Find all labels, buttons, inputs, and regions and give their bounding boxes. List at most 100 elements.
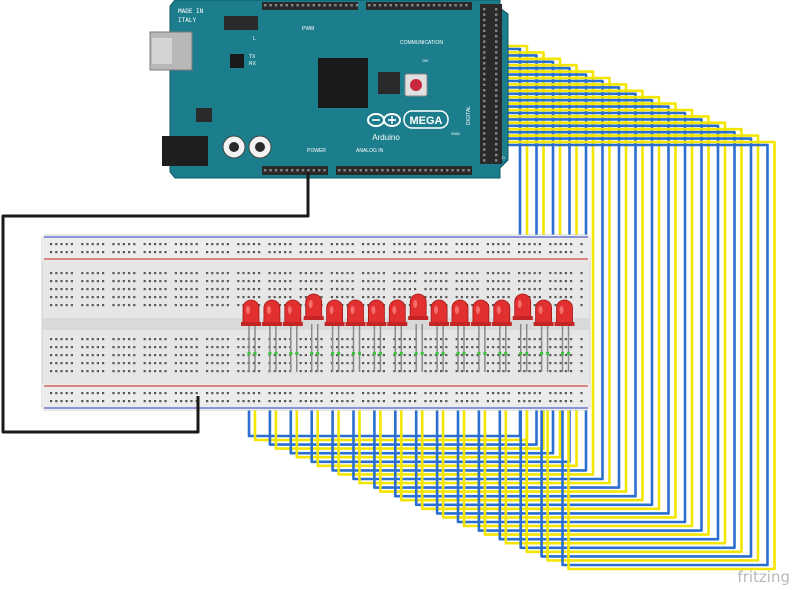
breadboard-hole (429, 346, 432, 349)
breadboard-hole (393, 354, 396, 357)
breadboard-hole (440, 362, 443, 365)
breadboard-hole (398, 243, 401, 246)
breadboard-hole (81, 362, 84, 365)
breadboard-hole (346, 346, 349, 349)
breadboard-hole (429, 400, 432, 403)
breadboard-hole (367, 243, 370, 246)
breadboard-hole (455, 251, 458, 254)
breadboard-hole (528, 288, 531, 291)
breadboard-hole (190, 354, 193, 357)
breadboard-hole (70, 392, 73, 395)
breadboard-hole (299, 280, 302, 283)
header-pin (483, 78, 486, 81)
header-pin (285, 4, 288, 7)
led-hole (310, 352, 314, 355)
breadboard-hole (299, 400, 302, 403)
breadboard-hole (237, 354, 240, 357)
breadboard-hole (336, 251, 339, 254)
breadboard-hole (533, 392, 536, 395)
breadboard-hole (445, 354, 448, 357)
breadboard-hole (180, 338, 183, 341)
digital-label: DIGITAL (466, 106, 472, 125)
breadboard-top-rail (42, 235, 590, 261)
led-rim (387, 322, 408, 326)
breadboard-hole (440, 280, 443, 283)
breadboard-hole (362, 296, 365, 299)
breadboard-hole (460, 272, 463, 275)
breadboard-hole (580, 392, 583, 395)
reset-button-cap (410, 79, 422, 91)
breadboard-hole (507, 354, 510, 357)
led-highlight (496, 306, 501, 314)
breadboard-hole (221, 251, 224, 254)
breadboard-hole (445, 272, 448, 275)
breadboard-hole (112, 400, 115, 403)
breadboard-hole (154, 370, 157, 373)
breadboard-hole (382, 346, 385, 349)
breadboard-hole (320, 251, 323, 254)
breadboard-hole (424, 392, 427, 395)
breadboard-hole (559, 243, 562, 246)
breadboard-hole (96, 243, 99, 246)
breadboard-hole (102, 370, 105, 373)
breadboard-hole (351, 280, 354, 283)
breadboard-hole (102, 304, 105, 307)
breadboard-hole (237, 346, 240, 349)
led-rim (408, 316, 429, 320)
breadboard-hole (372, 362, 375, 365)
breadboard-hole (398, 288, 401, 291)
breadboard-hole (377, 354, 380, 357)
header-pin (435, 169, 438, 172)
breadboard-hole (237, 338, 240, 341)
breadboard-hole (206, 362, 209, 365)
wire-blue (502, 143, 769, 567)
breadboard-hole (284, 272, 287, 275)
breadboard-hole (507, 400, 510, 403)
breadboard-hole (60, 392, 63, 395)
breadboard-hole (180, 354, 183, 357)
breadboard-hole (538, 251, 541, 254)
breadboard-hole (564, 354, 567, 357)
breadboard-hole (533, 338, 536, 341)
breadboard-hole (492, 243, 495, 246)
breadboard-hole (299, 288, 302, 291)
breadboard-hole (414, 272, 417, 275)
breadboard-hole (523, 392, 526, 395)
breadboard-hole (284, 400, 287, 403)
analog-in-label: ANALOG IN (356, 148, 384, 154)
breadboard-hole (559, 370, 562, 373)
wire-yellow (502, 134, 760, 562)
wire-yellow (399, 89, 644, 502)
rx-label: RX (249, 61, 257, 67)
breadboard-hole (372, 288, 375, 291)
led-hole (399, 352, 403, 355)
breadboard-hole (65, 354, 68, 357)
breadboard-hole (564, 296, 567, 299)
breadboard-hole (533, 370, 536, 373)
breadboard-hole (341, 346, 344, 349)
breadboard-bottom-rail (42, 384, 590, 410)
breadboard-hole (398, 251, 401, 254)
breadboard-hole (216, 338, 219, 341)
led-highlight (329, 306, 334, 314)
breadboard-hole (580, 346, 583, 349)
breadboard-hole (367, 400, 370, 403)
breadboard-hole (164, 288, 167, 291)
breadboard-hole (403, 272, 406, 275)
breadboard-hole (268, 251, 271, 254)
breadboard-hole (377, 243, 380, 246)
breadboard-hole (471, 370, 474, 373)
icsp-header-top (224, 16, 258, 30)
breadboard-hole (91, 243, 94, 246)
breadboard-hole (549, 370, 552, 373)
breadboard-hole (466, 362, 469, 365)
breadboard-hole (299, 243, 302, 246)
breadboard-hole (112, 354, 115, 357)
breadboard-hole (70, 272, 73, 275)
breadboard-hole (299, 272, 302, 275)
breadboard-hole (502, 338, 505, 341)
l-label: L (253, 36, 256, 42)
header-pin (432, 4, 436, 7)
header-pin (350, 4, 353, 7)
header-pin (438, 4, 441, 7)
